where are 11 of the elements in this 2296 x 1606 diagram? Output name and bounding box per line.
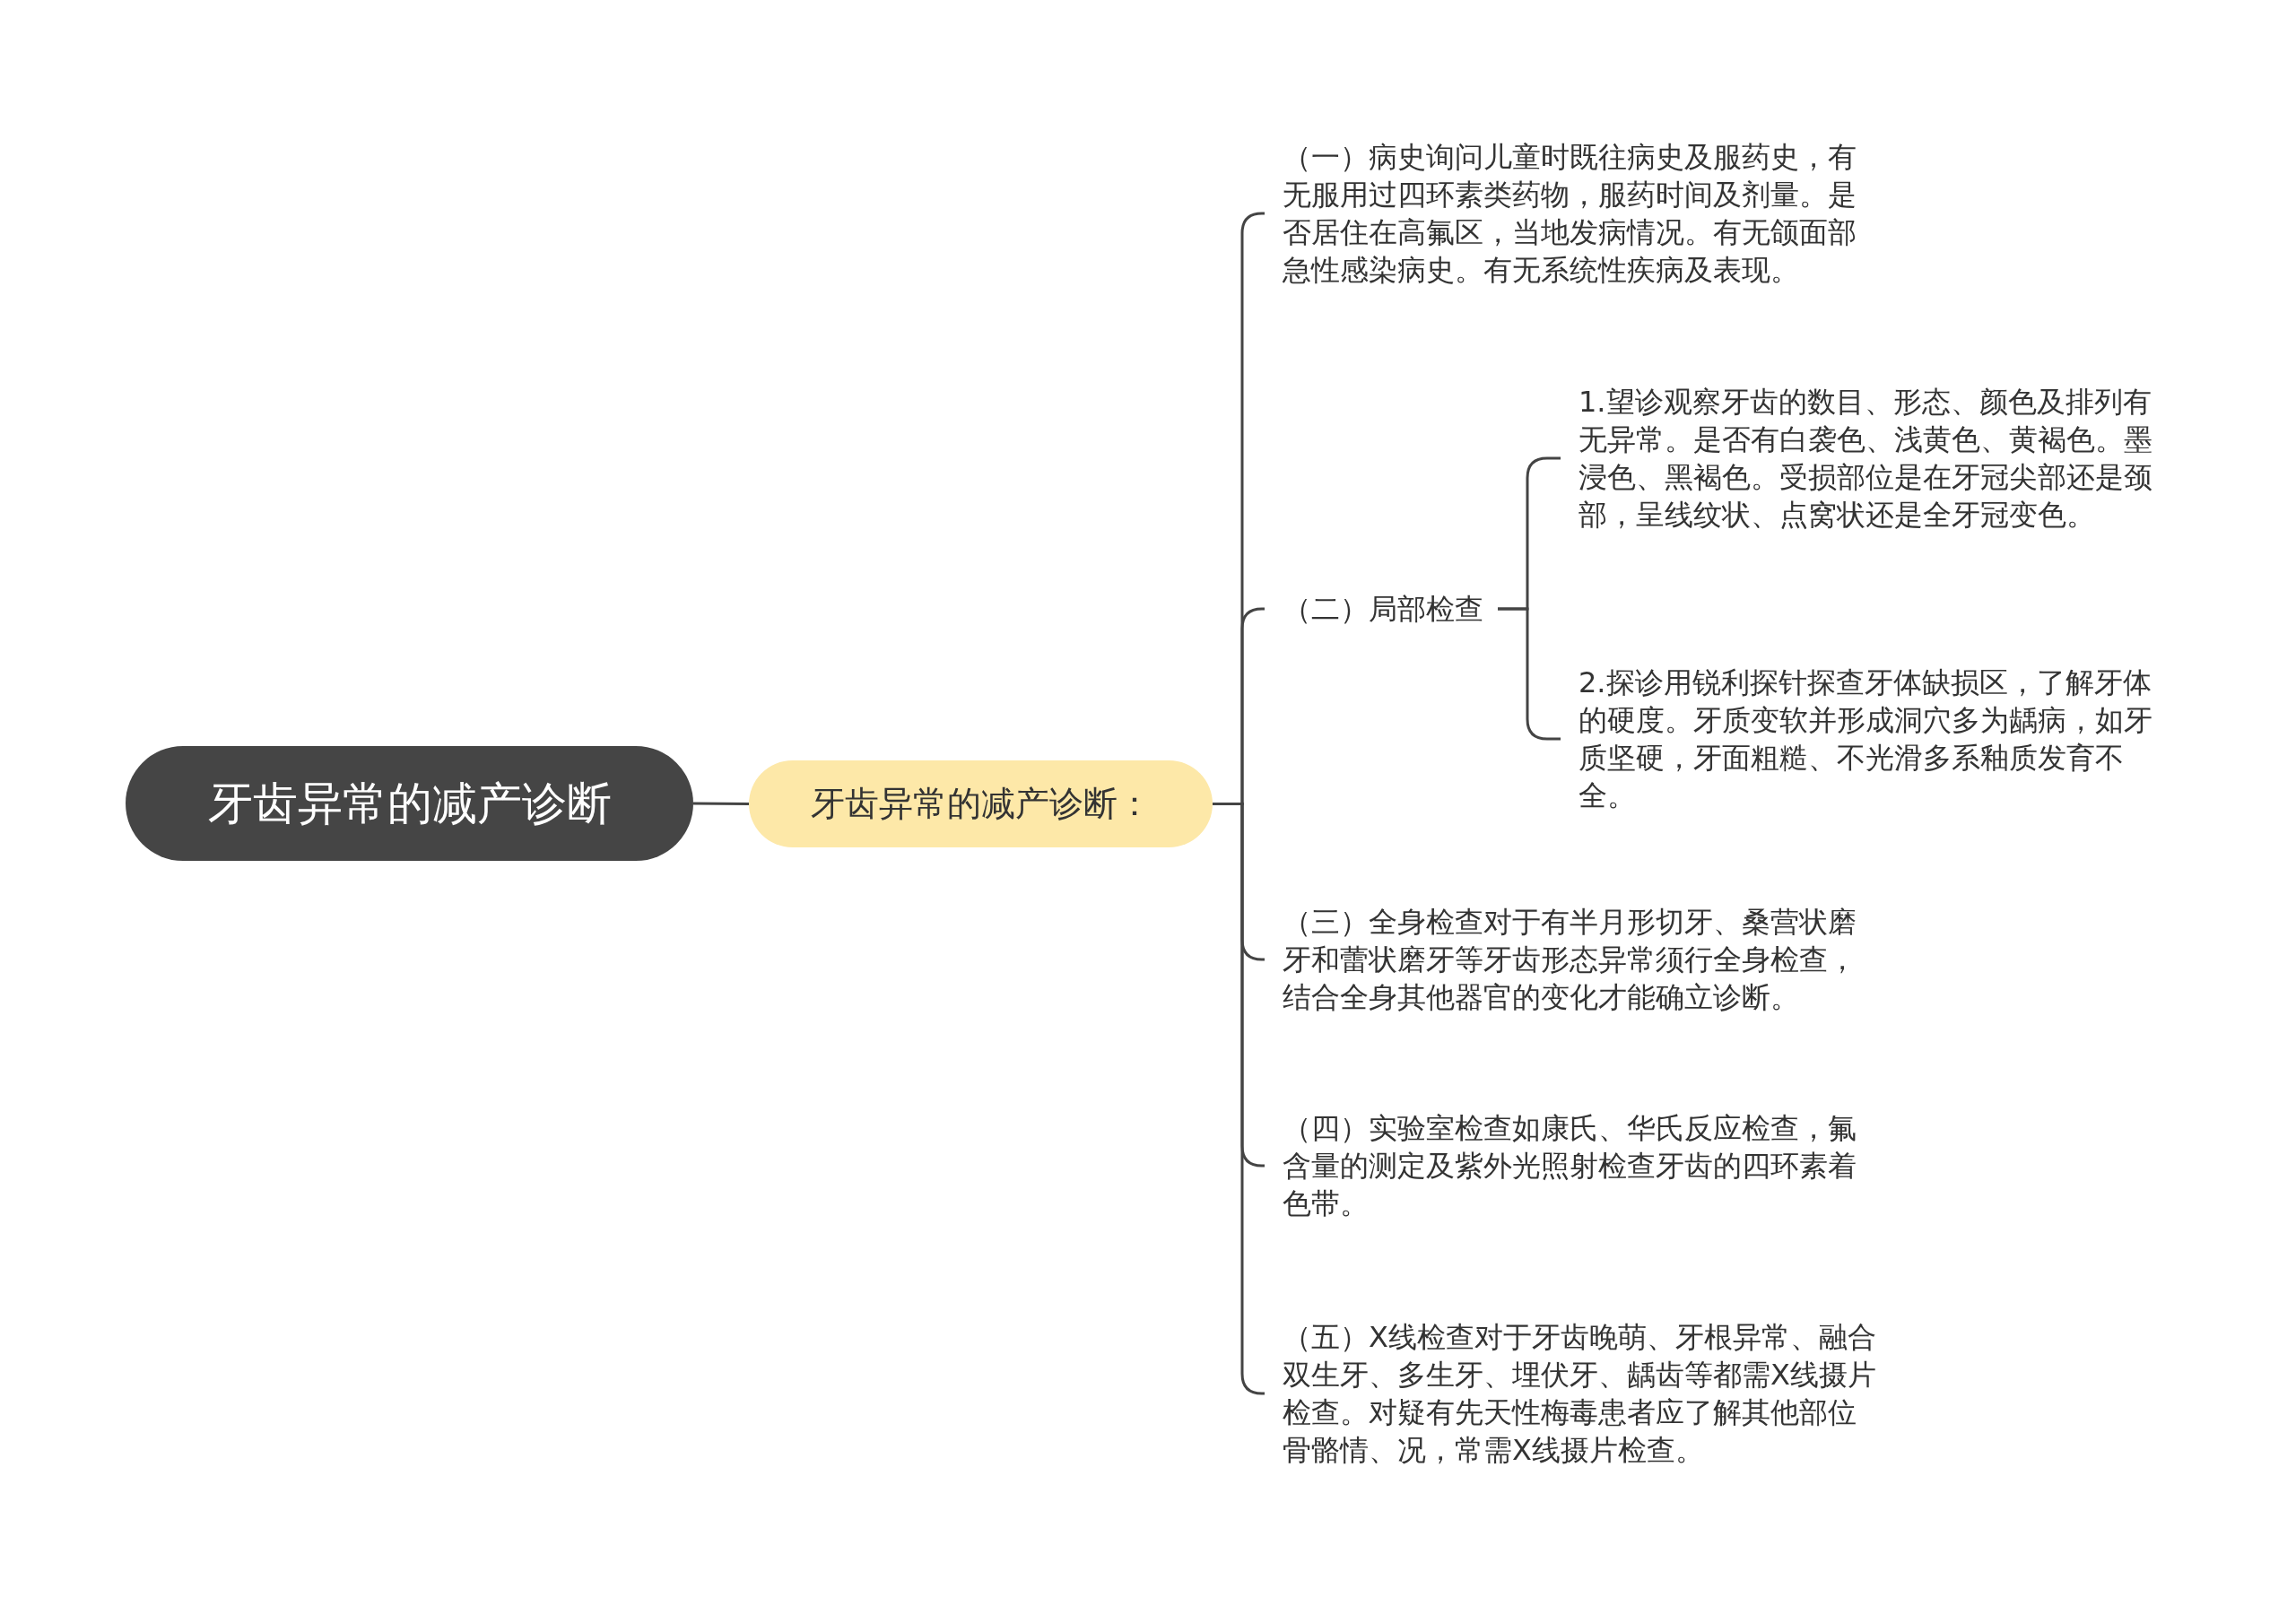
topic-text: （四）实验室检查如康氏、华氏反应检查，氟含量的测定及紫外光照射检查牙齿的四环素着色带。 bbox=[1265, 1109, 1883, 1222]
subtopic-pill: 牙齿异常的减产诊断： bbox=[749, 760, 1213, 847]
topic-text: （一）病史询问儿童时既往病史及服药史，有无服用过四环素类药物，服药时间及剂量。是否居住在高氟区，当地发病情况。有无颌面部急性感染病史。有无系统性疾病及表现。 bbox=[1265, 138, 1883, 289]
topic-text: 1.望诊观察牙齿的数目、形态、颜色及排列有无异常。是否有白袭色、浅黄色、黄褐色。墨浸色、黑褐色。受损部位是在牙冠尖部还是颈部，呈线纹状、点窝状还是全牙冠变色。 bbox=[1561, 383, 2179, 534]
topic-text: （二）局部检查 bbox=[1265, 590, 1498, 628]
topic-text: （三）全身检查对于有半月形切牙、桑营状磨牙和蕾状磨牙等牙齿形态异常须行全身检查，结合全身其他器官的变化才能确立诊断。 bbox=[1265, 903, 1883, 1016]
connector-line bbox=[1498, 607, 1561, 741]
topic-text: 2.探诊用锐利探针探查牙体缺损区，了解牙体的硬度。牙质变软并形成洞穴多为龋病，如牙质坚硬，牙面粗糙、不光滑多系釉质发育不全。 bbox=[1561, 664, 2179, 814]
root-topic-pill: 牙齿异常的减产诊断 bbox=[126, 746, 693, 861]
topic-text: （五）X线检查对于牙齿晚萌、牙根异常、融合双生牙、多生牙、埋伏牙、龋齿等都需X线摄片检查。对疑有先天性梅毒患者应了解其他部位骨骼情、况，常需X线摄片检查。 bbox=[1265, 1318, 1883, 1469]
connector-line bbox=[693, 802, 749, 805]
